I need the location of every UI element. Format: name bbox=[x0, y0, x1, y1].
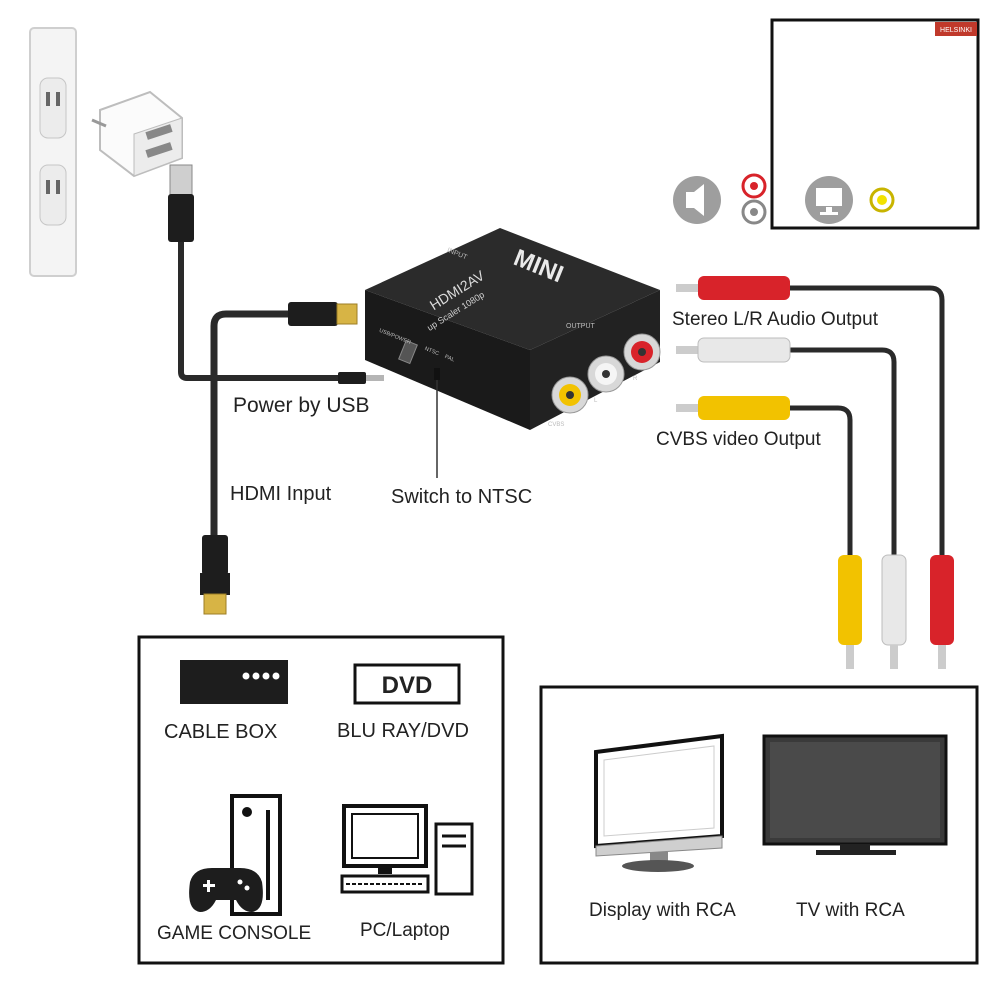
dvd-logo-text: DVD bbox=[382, 672, 433, 699]
rca-cables bbox=[676, 276, 954, 669]
blu-ray-label: BLU RAY/DVD bbox=[337, 720, 469, 742]
video-jack-icon bbox=[869, 187, 895, 213]
hdmi2av-converter: MINI HDMI2AV up Scaler 1080p INPUT OUTPU… bbox=[365, 228, 661, 430]
pal-label: PAL bbox=[444, 354, 456, 363]
usb-power-port bbox=[398, 339, 418, 365]
dvd-logo-icon bbox=[353, 663, 461, 705]
cable-box-icon bbox=[180, 660, 288, 704]
game-console-label: GAME CONSOLE bbox=[157, 923, 311, 944]
tv-label: TV with RCA bbox=[796, 900, 905, 921]
cvbs-port-label: CVBS bbox=[548, 422, 564, 428]
speaker-icon bbox=[673, 176, 721, 224]
audio-jacks-icon bbox=[741, 173, 767, 225]
tv-icon bbox=[762, 734, 948, 855]
l-port-label: L bbox=[594, 398, 598, 404]
pc-icon bbox=[340, 804, 474, 896]
wall-outlet bbox=[29, 27, 77, 277]
usb-power-adapter-icon bbox=[91, 90, 183, 178]
usb-cable bbox=[168, 164, 384, 384]
switch-label: Switch to NTSC bbox=[391, 486, 532, 508]
r-port-label: R bbox=[633, 376, 638, 382]
hdmi-input-label: HDMI Input bbox=[230, 483, 332, 505]
monitor-icon bbox=[805, 176, 853, 224]
pc-laptop-label: PC/Laptop bbox=[360, 920, 450, 941]
ntsc-label: NTSC bbox=[424, 346, 440, 357]
output-port-label: OUTPUT bbox=[566, 323, 596, 330]
cvbs-output-label: CVBS video Output bbox=[656, 429, 821, 450]
power-label: Power by USB bbox=[233, 394, 370, 417]
stereo-output-label: Stereo L/R Audio Output bbox=[672, 309, 879, 330]
cable-box-label: CABLE BOX bbox=[164, 721, 277, 743]
game-console-icon bbox=[189, 794, 282, 916]
display-monitor-icon bbox=[594, 733, 724, 872]
helsinki-badge: HELSINKI bbox=[940, 27, 972, 34]
hdmi-cable bbox=[200, 302, 358, 615]
display-label: Display with RCA bbox=[589, 900, 736, 921]
ntsc-pal-switch bbox=[434, 368, 440, 380]
